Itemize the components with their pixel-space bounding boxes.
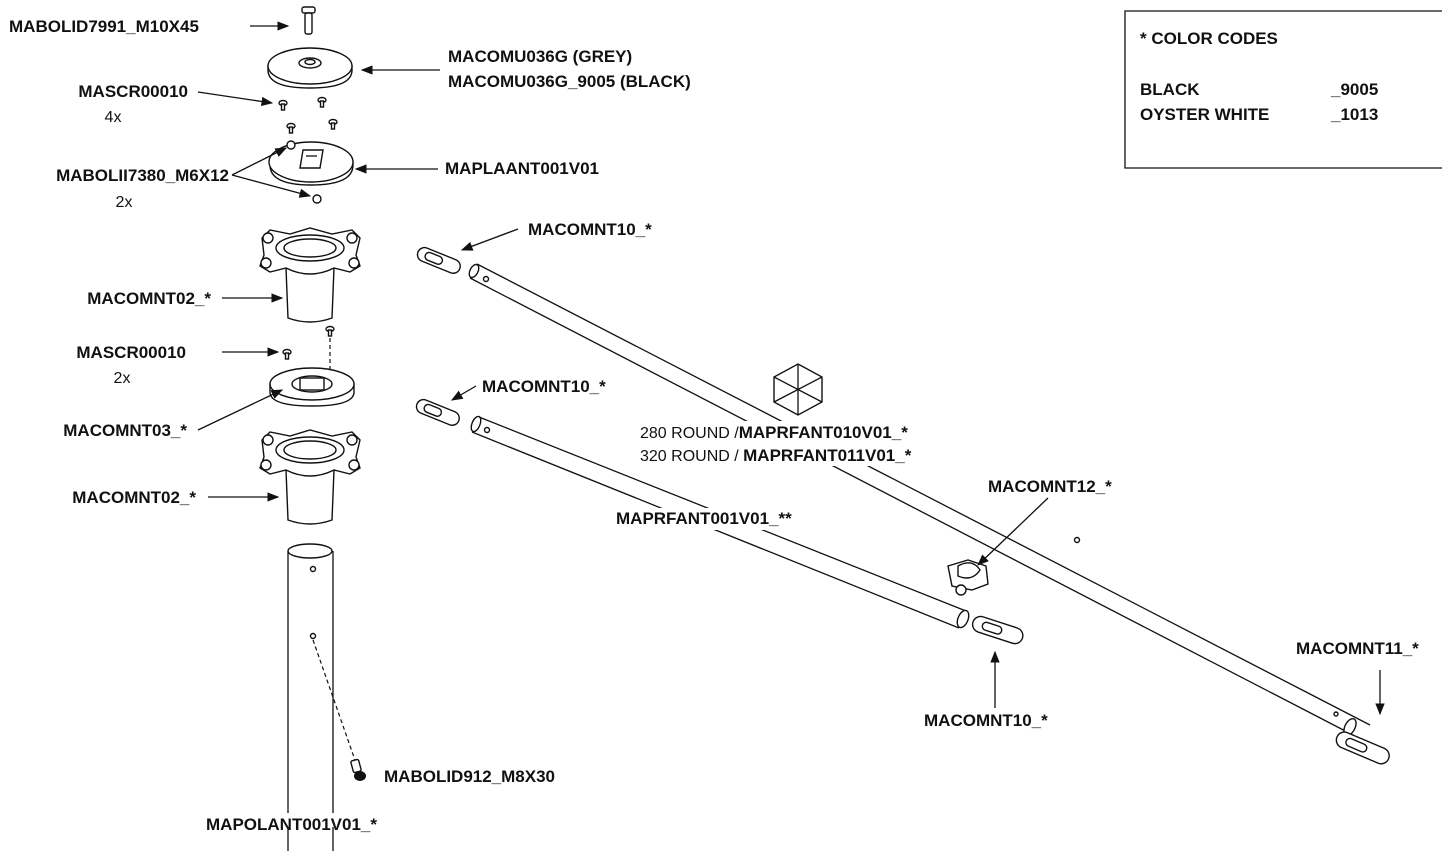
label-rib-280-prefix: 280 ROUND / (640, 425, 739, 442)
label-rib-320-code: MAPRFANT011V01_* (743, 446, 912, 465)
label-pole-bolt: MABOLID912_M8X30 (384, 767, 555, 786)
label-strut: MAPRFANT001V01_** (616, 509, 792, 528)
label-rib-320: 320 ROUND / MAPRFANT011V01_* (640, 446, 912, 465)
upper-rib-part (416, 246, 1371, 737)
label-top-bolt: MABOLID7991_M10X45 (9, 17, 199, 36)
label-rib-320-prefix: 320 ROUND / (640, 448, 743, 465)
label-pole: MAPOLANT001V01_* (206, 815, 377, 834)
label-screw-mid: MASCR00010 (76, 343, 186, 362)
label-arm-end-lower: MACOMNT10_* (482, 377, 606, 396)
label-screw-top: MASCR00010 (78, 82, 188, 101)
pole-bolt-part (350, 758, 366, 781)
label-ring: MACOMNT03_* (63, 421, 187, 440)
label-arm-end-upper: MACOMNT10_* (528, 220, 652, 239)
label-rib-280: 280 ROUND /MAPRFANT010V01_* (640, 423, 908, 442)
label-strut-end-cap: MACOMNT10_* (924, 711, 1048, 730)
pole-part (220, 543, 395, 851)
label-cover-black: MACOMU036G_9005 (BLACK) (448, 72, 691, 91)
leader-lines (197, 21, 1385, 716)
label-plate-bolt-qty: 2x (116, 194, 133, 211)
legend-row-black-code: _9005 (1330, 80, 1378, 99)
strut-end-cap-part (971, 615, 1024, 645)
mounting-plate-part (268, 140, 354, 204)
legend-title: * COLOR CODES (1140, 29, 1278, 48)
label-plate-bolt: MABOLII7380_M6X12 (56, 166, 229, 185)
legend-row-oyster-code: _1013 (1330, 105, 1378, 124)
clip-part (947, 559, 989, 596)
lower-hub-part (259, 429, 361, 525)
label-screw-mid-qty: 2x (114, 370, 131, 387)
cover-part (267, 47, 353, 89)
top-bolt-part (301, 6, 316, 35)
label-rib-280-code: MAPRFANT010V01_* (739, 423, 909, 442)
color-codes-legend: * COLOR CODES BLACK _9005 OYSTER WHITE _… (1124, 10, 1442, 169)
screw-set-mid (282, 325, 335, 360)
label-cover-grey: MACOMU036G (GREY) (448, 47, 632, 66)
upper-hub-part (259, 227, 361, 323)
label-lower-hub: MACOMNT02_* (72, 488, 196, 507)
label-rib-end-cap: MACOMNT11_* (1296, 639, 1419, 658)
canopy-hexagon-icon (773, 363, 823, 416)
screw-set-top (278, 96, 338, 134)
label-mounting-plate: MAPLAANT001V01 (445, 159, 599, 178)
legend-row-black-name: BLACK (1140, 80, 1200, 99)
ring-part (269, 367, 355, 407)
label-screw-top-qty: 4x (105, 109, 122, 126)
label-clip: MACOMNT12_* (988, 477, 1112, 496)
rib-end-cap-part (1335, 731, 1390, 765)
legend-row-oyster-name: OYSTER WHITE (1140, 105, 1269, 124)
label-upper-hub: MACOMNT02_* (87, 289, 211, 308)
